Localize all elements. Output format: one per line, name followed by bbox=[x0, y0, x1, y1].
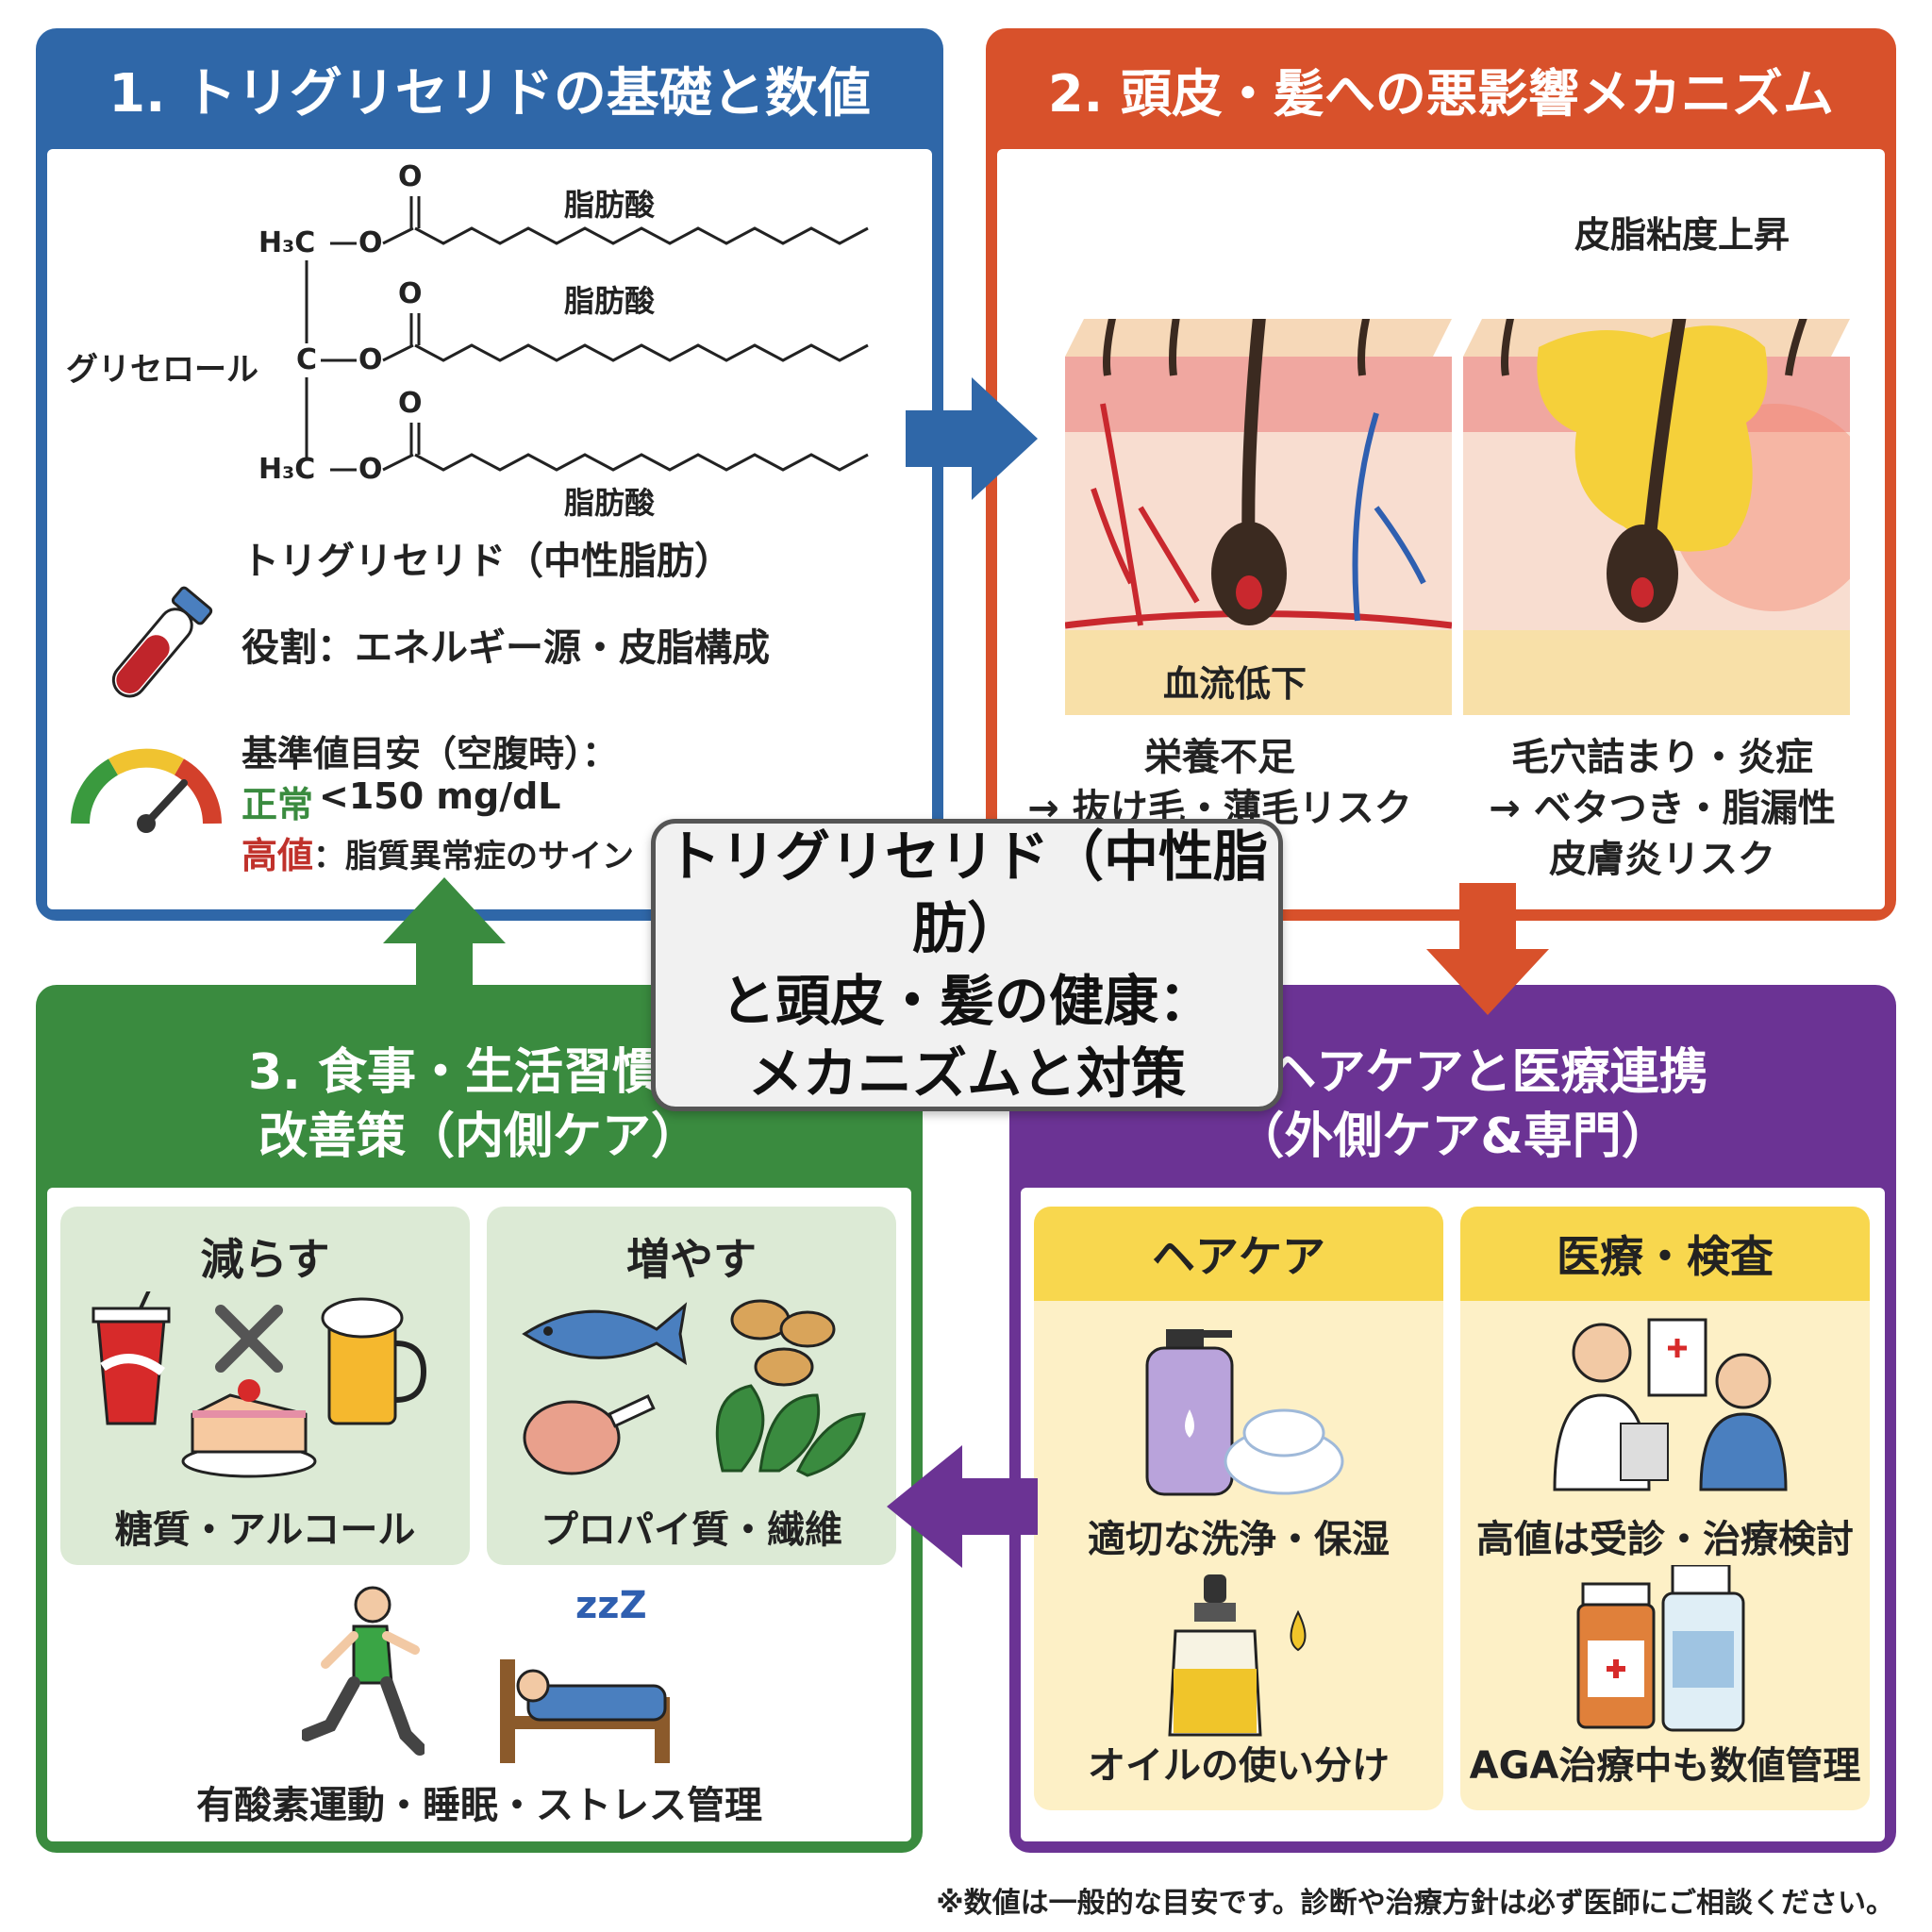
panel-lifestyle-title-line2: 改善策（内側ケア） bbox=[258, 1108, 700, 1165]
foam-icon bbox=[1224, 1408, 1344, 1495]
mechanism-left-caption-1: 栄養不足 bbox=[1144, 736, 1295, 779]
panel-haircare: 4. ヘアケアと医療連携 （外側ケア&専門） ヘアケア 適切な洗浄・保湿 bbox=[1009, 985, 1896, 1853]
panel-mechanism: 2. 頭皮・髪への悪影響メカニズム 血流低下 bbox=[986, 28, 1896, 921]
arrow-down-icon bbox=[1426, 883, 1549, 1015]
oxygen-label-top: O bbox=[398, 160, 423, 193]
increase-caption: プロパイ質・繊維 bbox=[541, 1508, 842, 1552]
ester-oxygen-mid: O bbox=[358, 343, 383, 376]
beer-icon bbox=[321, 1297, 427, 1425]
soda-icon bbox=[92, 1291, 171, 1425]
reduce-card: 減らす bbox=[60, 1207, 470, 1565]
oxygen-label-mid: O bbox=[398, 277, 423, 310]
h3c-label-bottom: H₃C bbox=[258, 453, 316, 486]
high-value: ：脂質異常症のサイン bbox=[313, 838, 634, 875]
panel-lifestyle-title: 3. 食事・生活習慣の 改善策（内側ケア） bbox=[36, 985, 923, 1188]
panel-lifestyle: 3. 食事・生活習慣の 改善策（内側ケア） 減らす bbox=[36, 985, 923, 1853]
blood-tube-icon bbox=[111, 586, 213, 698]
center-title-line1: トリグリセリド（中性脂肪） bbox=[665, 824, 1268, 961]
panel-mechanism-title: 2. 頭皮・髪への悪影響メカニズム bbox=[1048, 63, 1834, 124]
beans-icon bbox=[730, 1299, 836, 1387]
haircare-heading: ヘアケア bbox=[1034, 1207, 1443, 1301]
mechanism-right-caption-1: 毛穴詰まり・炎症 bbox=[1511, 736, 1813, 779]
sleep-zzz: zzZ bbox=[575, 1584, 647, 1627]
scalp-sebum-illustration bbox=[1463, 319, 1850, 715]
increase-card: 増やす bbox=[487, 1207, 896, 1565]
gauge-icon bbox=[71, 748, 222, 833]
cross-icon bbox=[215, 1305, 283, 1373]
normal-label: 正常 bbox=[242, 784, 314, 825]
oxygen-label-bottom: O bbox=[398, 387, 423, 420]
mechanism-right-caption-2: → ベタつき・脂漏性 bbox=[1489, 787, 1836, 830]
increase-foods-illustration bbox=[522, 1299, 866, 1477]
lifestyle-caption: 有酸素運動・睡眠・ストレス管理 bbox=[196, 1784, 762, 1827]
medicine-bottles-icon bbox=[1576, 1565, 1745, 1732]
triglyceride-structure bbox=[305, 196, 869, 472]
mechanism-right-caption-3: 皮膚炎リスク bbox=[1549, 838, 1775, 881]
sebum-viscosity-label: 皮脂粘度上昇 bbox=[1574, 214, 1790, 256]
panel-haircare-title-line2: （外側ケア&専門） bbox=[1235, 1108, 1671, 1165]
center-title-line3: メカニズムと対策 bbox=[747, 1041, 1186, 1106]
medical-caption-2: AGA治療中も数値管理 bbox=[1469, 1744, 1861, 1788]
h3c-label-top: H₃C bbox=[258, 226, 316, 259]
medical-caption-1: 高値は受診・治療検討 bbox=[1476, 1518, 1854, 1561]
ester-oxygen-top: O bbox=[358, 226, 383, 259]
ester-oxygen-bottom: O bbox=[358, 453, 383, 486]
haircare-caption-2: オイルの使い分け bbox=[1088, 1744, 1390, 1788]
greens-icon bbox=[715, 1384, 866, 1477]
haircare-card: ヘアケア 適切な洗浄・保湿 オイルの使い分け bbox=[1034, 1207, 1443, 1810]
oil-dropper-icon bbox=[1168, 1574, 1307, 1737]
cake-icon bbox=[181, 1379, 317, 1478]
increase-heading: 増やす bbox=[626, 1234, 757, 1285]
role-text: 役割：エネルギー源・皮脂構成 bbox=[242, 626, 770, 670]
center-title-line2: と頭皮・髪の健康： bbox=[720, 969, 1213, 1033]
triglyceride-name: トリグリセリド（中性脂肪） bbox=[242, 540, 732, 583]
panel-basics-title: 1. トリグリセリドの基礎と数値 bbox=[108, 62, 871, 125]
fish-icon bbox=[522, 1302, 688, 1366]
panel-haircare-body: ヘアケア 適切な洗浄・保湿 オイルの使い分け bbox=[1021, 1188, 1885, 1841]
scalp-bloodflow-illustration bbox=[1065, 319, 1452, 715]
panel-lifestyle-body: 減らす bbox=[47, 1188, 911, 1841]
runner-icon bbox=[302, 1586, 425, 1756]
footnote: ※数値は一般的な目安です。診断や治療方針は必ず医師にご相談ください。 bbox=[936, 1887, 1894, 1920]
chicken-icon bbox=[523, 1393, 656, 1475]
reference-heading: 基準値目安（空腹時）： bbox=[242, 733, 619, 774]
reduce-caption: 糖質・アルコール bbox=[114, 1508, 416, 1552]
high-label: 高値 bbox=[242, 835, 314, 876]
arrow-left-icon bbox=[887, 1445, 1038, 1568]
medical-heading: 医療・検査 bbox=[1460, 1207, 1870, 1301]
bloodflow-label: 血流低下 bbox=[1163, 663, 1307, 705]
glycerol-label: グリセロール bbox=[66, 351, 258, 389]
shampoo-bottle-icon bbox=[1145, 1329, 1344, 1496]
center-title-box: トリグリセリド（中性脂肪） と頭皮・髪の健康： メカニズムと対策 bbox=[651, 819, 1283, 1111]
sleep-icon bbox=[500, 1659, 670, 1763]
medical-card: 医療・検査 高値は受診・治療検討 AGA治療中も数値管理 bbox=[1460, 1207, 1870, 1810]
carbon-label-mid: C bbox=[296, 343, 318, 376]
doctor-patient-icon bbox=[1553, 1318, 1788, 1491]
haircare-caption-1: 適切な洗浄・保湿 bbox=[1088, 1518, 1390, 1561]
normal-value: <150 mg/dL bbox=[319, 775, 561, 817]
panel-lifestyle-title-line1: 3. 食事・生活習慣の bbox=[247, 1043, 711, 1101]
panel-mechanism-body: 血流低下 皮脂粘度上昇 栄養不足 → 抜け毛・薄毛リスク 毛穴詰まり・炎症 → … bbox=[997, 149, 1885, 909]
arrow-right-icon bbox=[906, 377, 1038, 500]
panel-basics-body: O O O O O O H₃C C H₃C 脂肪酸 脂肪酸 脂肪酸 グリセロール… bbox=[47, 149, 932, 909]
reduce-heading: 減らす bbox=[200, 1234, 330, 1285]
reduce-foods-illustration bbox=[92, 1291, 427, 1478]
panel-basics: 1. トリグリセリドの基礎と数値 bbox=[36, 28, 943, 921]
fatty-acid-label-mid: 脂肪酸 bbox=[564, 283, 656, 319]
fatty-acid-label-top: 脂肪酸 bbox=[564, 187, 656, 223]
fatty-acid-label-bottom: 脂肪酸 bbox=[564, 485, 656, 521]
arrow-up-icon bbox=[383, 877, 506, 1009]
